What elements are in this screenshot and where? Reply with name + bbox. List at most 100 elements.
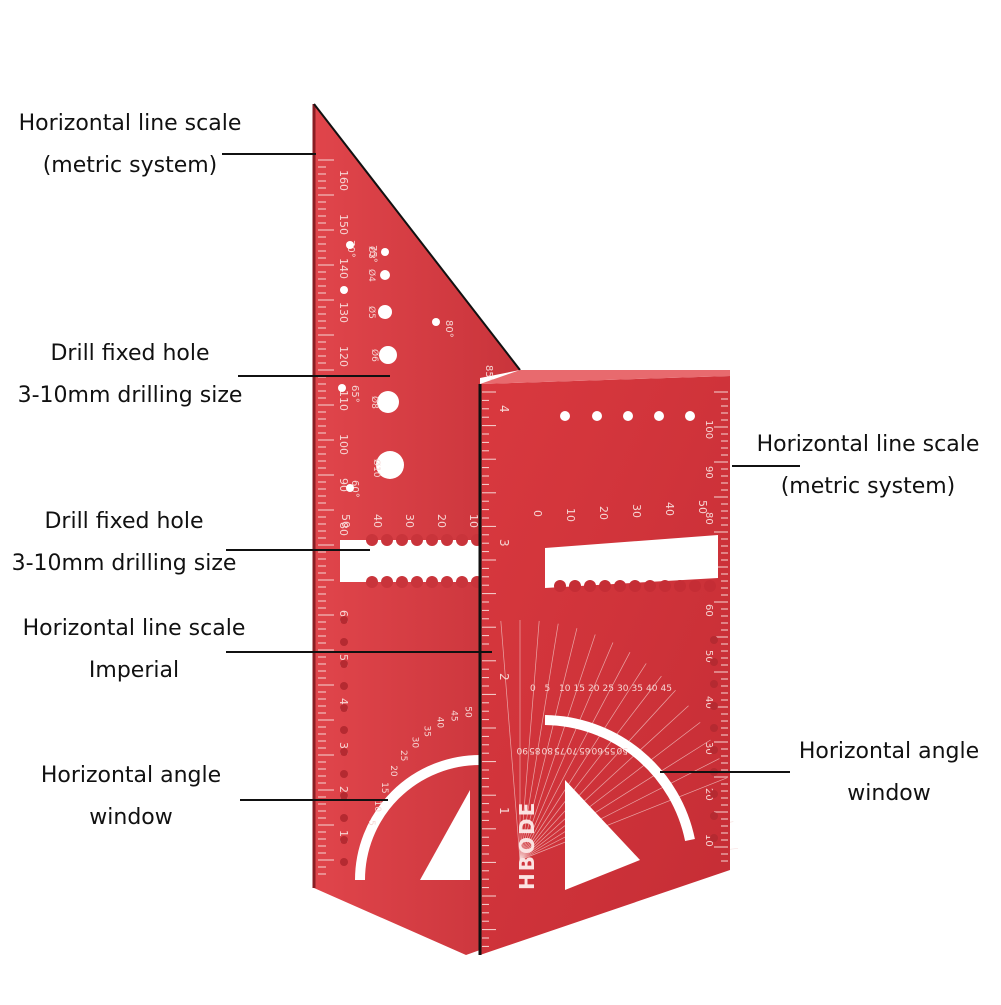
protractor-label: 65 [579,745,590,755]
protractor-label: 70 [566,745,578,755]
left-angle-label: 65° [349,385,360,403]
left-plate-top-edge [313,103,521,371]
protractor-label: 50 [463,706,473,718]
edge-hole [340,726,348,734]
drill-hole [381,248,389,256]
radial-line [519,620,540,861]
left-scale-label: 160 [337,170,350,191]
protractor-label: 40 [646,684,658,694]
callout-left-metric: Horizontal line scale (metric system) [10,103,250,187]
protractor-label: 15 [379,782,389,793]
slot-tooth [644,580,656,592]
protractor-label: 90 [516,745,528,755]
drill-size-label: Ø5 [366,306,377,319]
radial-line [500,620,521,861]
protractor-label: 35 [422,725,432,736]
right-scale-label: 90 [703,466,714,479]
callout-left-imperial-line2: Imperial [88,658,180,683]
callout-left-imperial: Horizontal line scale Imperial [14,608,254,692]
edge-hole [710,834,718,842]
small-hole [432,318,440,326]
protractor-label: 80 [541,745,553,755]
drill-size-label: Ø6 [369,349,380,362]
slot-tooth [569,580,581,592]
right-top-scale-label: 50 [696,500,709,514]
left-angle-label: 85° [483,365,494,383]
protractor-label: 10 [372,801,382,813]
right-plate-body [480,376,730,955]
callout-left-angle: Horizontal angle window [26,755,236,839]
callout-left-angle-line1: Horizontal angle [40,763,222,788]
callout-right-angle-line1: Horizontal angle [798,739,980,764]
imperial-label: 3 [497,539,511,547]
radial-line [519,739,711,861]
edge-hole [340,748,348,756]
radial-line [519,642,614,861]
small-hole [346,241,354,249]
protractor-label: 60 [591,745,603,755]
radial-line [519,758,720,861]
edge-hole [710,746,718,754]
slot-tooth [426,534,438,546]
edge-hole [710,724,718,732]
right-radial-lines [500,620,727,861]
right-top-scale-label: 20 [597,506,610,520]
right-top-holes [560,411,695,421]
protractor-label: 20 [588,684,600,694]
slot-tooth [456,534,468,546]
protractor-label: 5 [545,684,551,694]
right-scale-label: 50 [703,650,714,663]
right-top-scale-label: 30 [630,504,643,518]
protractor-label: 30 [409,737,419,749]
left-top-scale-label: 30 [403,514,416,528]
right-scale-ticks [482,391,728,947]
slot-tooth [554,580,566,592]
slot-tooth [674,580,686,592]
protractor-label: 10 [559,684,571,694]
callout-left-drill-1-line1: Drill fixed hole [50,341,210,366]
edge-hole [340,858,348,866]
protractor-label: 45 [661,684,672,694]
right-scale-label: 30 [703,742,714,755]
slot-tooth [704,580,716,592]
right-scale-label: 40 [703,696,714,709]
slot-tooth [411,576,423,588]
right-slot-teeth [554,580,716,592]
radial-line [519,623,559,861]
slot-tooth [629,580,641,592]
slot-tooth [366,534,378,546]
left-slot [340,540,480,582]
callout-left-drill-2-line1: Drill fixed hole [44,509,204,534]
right-scale-label: 10 [703,834,714,847]
left-top-scale-label: 10 [467,514,480,528]
slot-tooth [584,580,596,592]
edge-hole [340,660,348,668]
callout-left-metric-line2: (metric system) [42,153,218,178]
left-scale-ticks [318,159,334,875]
protractor-label: 5 [366,820,376,826]
small-hole [346,484,354,492]
slot-tooth [396,534,408,546]
left-angle-label: 75° [367,245,378,263]
left-scale-label: 130 [337,302,350,323]
drill-hole [376,451,404,479]
left-angle-window [355,755,481,881]
drill-size-label: Ø10 [371,459,382,478]
slot-tooth [396,576,408,588]
protractor-label: 75 [554,745,565,755]
right-scale-label: 20 [703,788,714,801]
drill-hole [378,305,392,319]
drill-hole [377,391,399,413]
edge-hole [340,616,348,624]
brand-logo: HBODE [515,801,539,890]
radial-line [519,690,676,861]
edge-hole [340,836,348,844]
protractor-label: 85 [529,745,540,755]
callout-left-angle-line2: window [89,805,173,830]
right-top-scale-label: 40 [663,502,676,516]
